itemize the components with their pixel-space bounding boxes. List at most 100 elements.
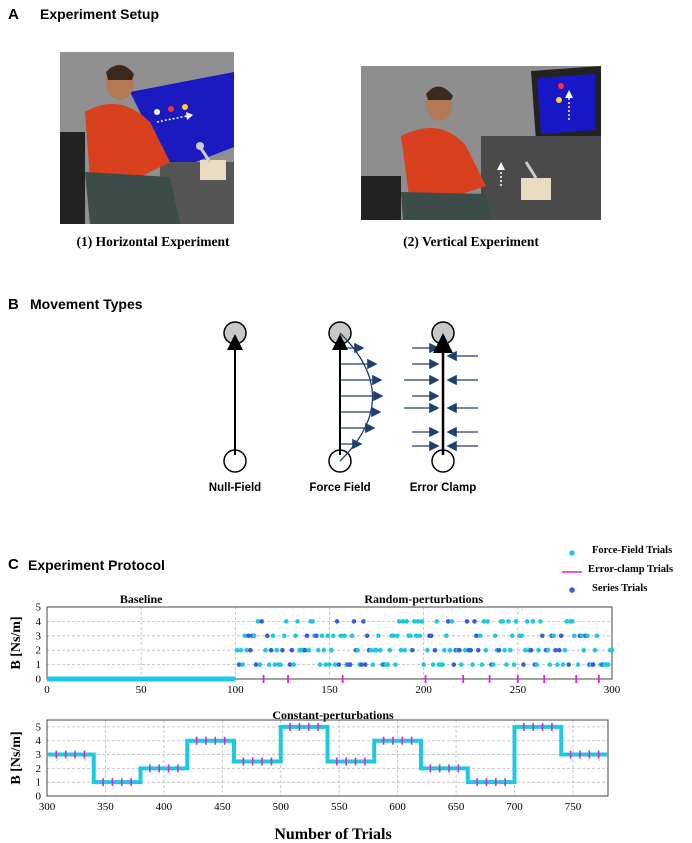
force-field-trial-point <box>560 662 566 667</box>
series-trial-point <box>351 619 357 624</box>
series-trial-point <box>474 633 479 639</box>
force-field-trial-point <box>400 619 406 624</box>
force-field-trial-point <box>545 647 551 653</box>
series-trial-point <box>361 619 366 624</box>
series-trial-point <box>457 647 462 653</box>
force-field-trial-point <box>609 647 615 653</box>
chart1-xtick-label: 250 <box>510 684 527 696</box>
series-trial-point <box>528 647 534 653</box>
chart2-xtick-label: 700 <box>506 801 523 813</box>
force-field-trial-point <box>321 647 327 653</box>
panel-b-letter: B <box>8 296 19 313</box>
force-field-trial-point <box>378 647 383 653</box>
force-field-trial-point <box>492 633 498 639</box>
panel-b-title: Movement Types <box>30 296 143 312</box>
series-trial-point <box>540 633 545 639</box>
chart1-title-baseline: Baseline <box>120 592 163 606</box>
force-field-trial-point <box>355 647 361 653</box>
legend-series-marker <box>569 587 575 593</box>
series-trial-point <box>236 662 242 667</box>
series-trial-point <box>347 662 353 667</box>
force-field-trial-point <box>255 619 261 624</box>
force-field-trial-point <box>534 662 539 667</box>
series-trial-point <box>359 662 364 667</box>
force-field-trial-point <box>338 633 344 639</box>
chart1-ytick-label: 0 <box>36 674 42 686</box>
force-field-trial-point <box>419 619 425 624</box>
force-field-trial-point <box>443 633 449 639</box>
force-field-trial-point <box>449 619 455 624</box>
force-field-trial-point <box>536 647 541 653</box>
force-field-trial-point <box>413 633 419 639</box>
force-field-trial-point <box>238 647 244 653</box>
force-field-trial-point <box>481 619 487 624</box>
force-field-trial-point <box>575 662 581 667</box>
chart2-xtick-label: 350 <box>97 801 114 813</box>
label-force-field: Force Field <box>309 482 371 494</box>
force-field-trial-point <box>376 633 381 639</box>
force-field-trial-point <box>570 619 575 624</box>
force-field-trial-point <box>274 647 280 653</box>
series-trial-point <box>590 662 596 667</box>
chart2-ylabel: B [Ns/m] <box>9 731 24 784</box>
chart2-ytick-label: 0 <box>36 791 42 803</box>
force-field-trial-point <box>251 633 257 639</box>
force-field-trial-point <box>417 633 423 639</box>
force-field-trial-point <box>398 647 404 653</box>
force-field-trial-point <box>504 662 509 667</box>
chart2-title: Constant-perturbations <box>272 708 394 722</box>
chart2-xtick-label: 300 <box>39 801 56 813</box>
series-trial-point <box>472 619 477 624</box>
force-field-trial-point <box>306 647 312 653</box>
series-trial-point <box>268 647 274 653</box>
chart2-xtick-label: 750 <box>565 801 582 813</box>
force-field-trial-point <box>323 662 329 667</box>
force-field-trial-point <box>270 633 276 639</box>
force-field-trial-point <box>500 619 506 624</box>
force-field-trial-point <box>278 662 283 667</box>
force-field-trial-point <box>325 633 330 639</box>
force-field-trial-point <box>329 647 334 653</box>
force-field-trial-point <box>425 647 430 653</box>
force-field-trial-point <box>391 633 396 639</box>
series-trial-point <box>566 662 571 667</box>
vertical-experiment-image <box>361 66 601 220</box>
force-field-trial-point <box>442 647 447 653</box>
series-trial-point <box>246 633 251 639</box>
force-field-trial-point <box>404 619 410 624</box>
force-field-trial-point <box>538 619 543 624</box>
force-field-trial-point <box>459 662 464 667</box>
chart2-ytick-label: 1 <box>36 777 42 789</box>
force-field-trial-point <box>579 633 585 639</box>
force-field-trial-point <box>485 619 491 624</box>
series-trial-point <box>451 662 457 667</box>
chart2-ytick-label: 5 <box>36 721 42 733</box>
force-field-trial-point <box>562 647 568 653</box>
series-trial-point <box>364 633 370 639</box>
chart2-xtick-label: 500 <box>273 801 290 813</box>
series-trial-point <box>496 647 502 653</box>
force-field-trial-point <box>440 662 445 667</box>
series-trial-point <box>556 647 562 653</box>
force-field-trial-point <box>244 647 249 653</box>
force-field-trial-point <box>581 647 587 653</box>
chart1-ytick-label: 1 <box>36 659 42 671</box>
panel-c-letter: C <box>8 556 19 573</box>
force-field-trial-point <box>317 662 323 667</box>
chart1-frame <box>46 606 613 680</box>
chart1-ytick-label: 5 <box>36 602 42 614</box>
series-trial-point <box>464 619 470 624</box>
force-field-trial-point <box>272 662 278 667</box>
force-field-trial-point <box>374 647 379 653</box>
chart2-ytick-label: 3 <box>36 749 42 761</box>
series-trial-point <box>280 647 285 653</box>
series-trial-point <box>362 662 368 667</box>
series-trial-point <box>314 633 319 639</box>
chart1-xtick-label: 150 <box>321 684 338 696</box>
force-field-trial-point <box>506 619 511 624</box>
force-field-trial-point <box>491 662 496 667</box>
chart2-ytick-label: 2 <box>36 763 42 775</box>
series-trial-point <box>248 647 253 653</box>
force-field-trial-point <box>242 633 248 639</box>
force-field-trial-point <box>421 662 426 667</box>
